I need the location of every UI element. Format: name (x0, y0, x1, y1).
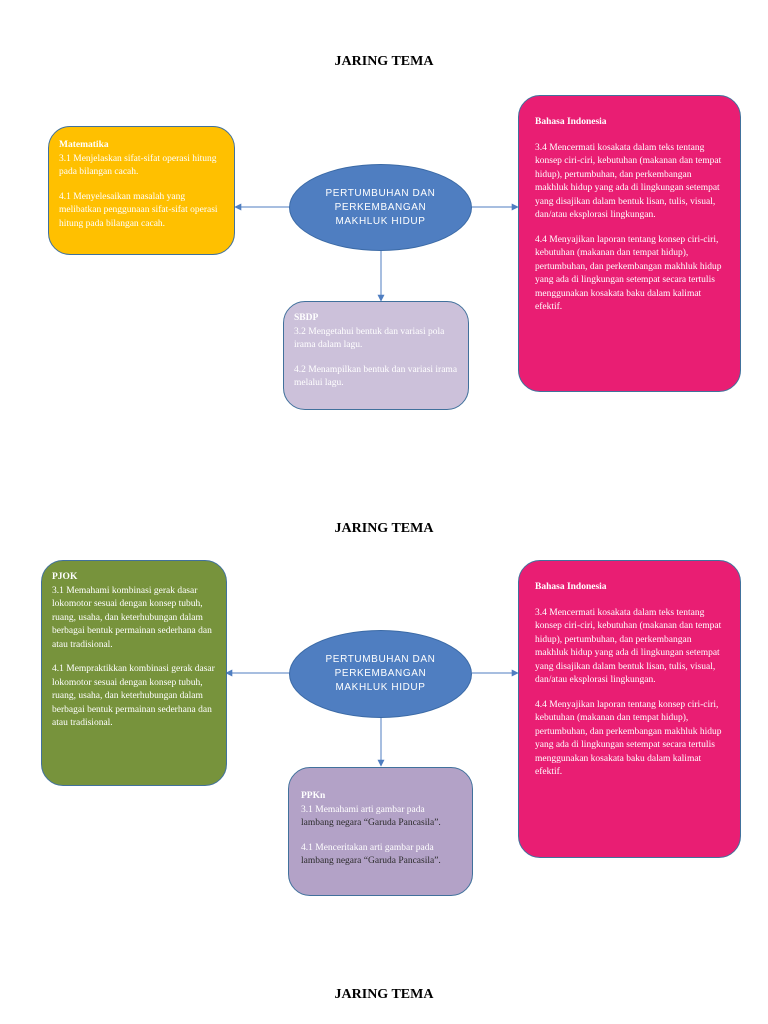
competency-text: 4.4 Menyajikan laporan tentang konsep ci… (535, 699, 722, 778)
subject-heading: Bahasa Indonesia (535, 117, 607, 127)
competency-text: konsep ciri-ciri, kebutuhan (makanan dan… (535, 156, 722, 166)
subject-box-bahasa-indonesia: Bahasa Indonesia 3.4 Mencermati kosakata… (518, 95, 741, 392)
competency-text: 4.1 Menceritakan arti gambar pada (301, 842, 434, 853)
competency-text: hidup), pertumbuhan, dan perkembangan ma… (535, 169, 720, 221)
theme-line: PERTUMBUHAN DAN (325, 187, 436, 199)
competency-text: 3.1 Menjelaskan sifat-sifat operasi hitu… (59, 153, 217, 178)
theme-line: PERTUMBUHAN DAN (325, 654, 436, 665)
competency-text: lambang negara “Garuda Pancasila”. (301, 818, 441, 828)
subject-box-ppkn: PPKn 3.1 Memahami arti gambar pada lamba… (288, 767, 473, 896)
subject-heading: Bahasa Indonesia (535, 582, 607, 592)
competency-text: 3.1 Memahami kombinasi gerak dasar lokom… (52, 585, 212, 650)
theme-line: PERKEMBANGAN (334, 668, 427, 679)
competency-text: 4.1 Menyelesaikan masalah yang melibatka… (59, 191, 218, 229)
section-title: JARING TEMA (334, 521, 434, 536)
theme-line: PERKEMBANGAN (334, 201, 427, 213)
subject-box-pjok: PJOK 3.1 Memahami kombinasi gerak dasar … (41, 560, 227, 786)
competency-text: konsep ciri-ciri, kebutuhan (makanan dan… (535, 621, 722, 631)
section-title: JARING TEMA (334, 54, 434, 69)
theme-center-node: PERTUMBUHAN DAN PERKEMBANGAN MAKHLUK HID… (289, 630, 472, 718)
competency-text: hidup), pertumbuhan, dan perkembangan ma… (535, 634, 720, 686)
subject-box-bahasa-indonesia: Bahasa Indonesia 3.4 Mencermati kosakata… (518, 560, 741, 858)
theme-line: MAKHLUK HIDUP (335, 215, 426, 227)
competency-text: 3.4 Mencermati kosakata dalam teks tenta… (535, 607, 705, 618)
competency-text: 4.4 Menyajikan laporan tentang konsep ci… (535, 234, 722, 313)
subject-box-sbdp: SBDP 3.2 Mengetahui bentuk dan variasi p… (283, 301, 469, 410)
competency-text: 4.2 Menampilkan bentuk dan variasi irama… (294, 364, 458, 389)
subject-heading: PPKn (301, 791, 326, 801)
competency-text: lambang negara “Garuda Pancasila”. (301, 856, 441, 866)
subject-heading: SBDP (294, 313, 319, 323)
subject-box-matematika: Matematika 3.1 Menjelaskan sifat-sifat o… (48, 126, 235, 255)
competency-text: 3.2 Mengetahui bentuk dan variasi pola i… (294, 326, 445, 351)
section-title: JARING TEMA (334, 987, 434, 1002)
competency-text: 3.4 Mencermati kosakata dalam teks tenta… (535, 142, 705, 153)
subject-heading: Matematika (59, 140, 109, 150)
theme-line: MAKHLUK HIDUP (335, 682, 426, 693)
theme-center-node: PERTUMBUHAN DAN PERKEMBANGAN MAKHLUK HID… (289, 164, 472, 251)
competency-text: 3.1 Memahami arti gambar pada (301, 804, 425, 815)
competency-text: 4.1 Mempraktikkan kombinasi gerak dasar … (52, 664, 215, 728)
subject-heading: PJOK (52, 572, 78, 582)
